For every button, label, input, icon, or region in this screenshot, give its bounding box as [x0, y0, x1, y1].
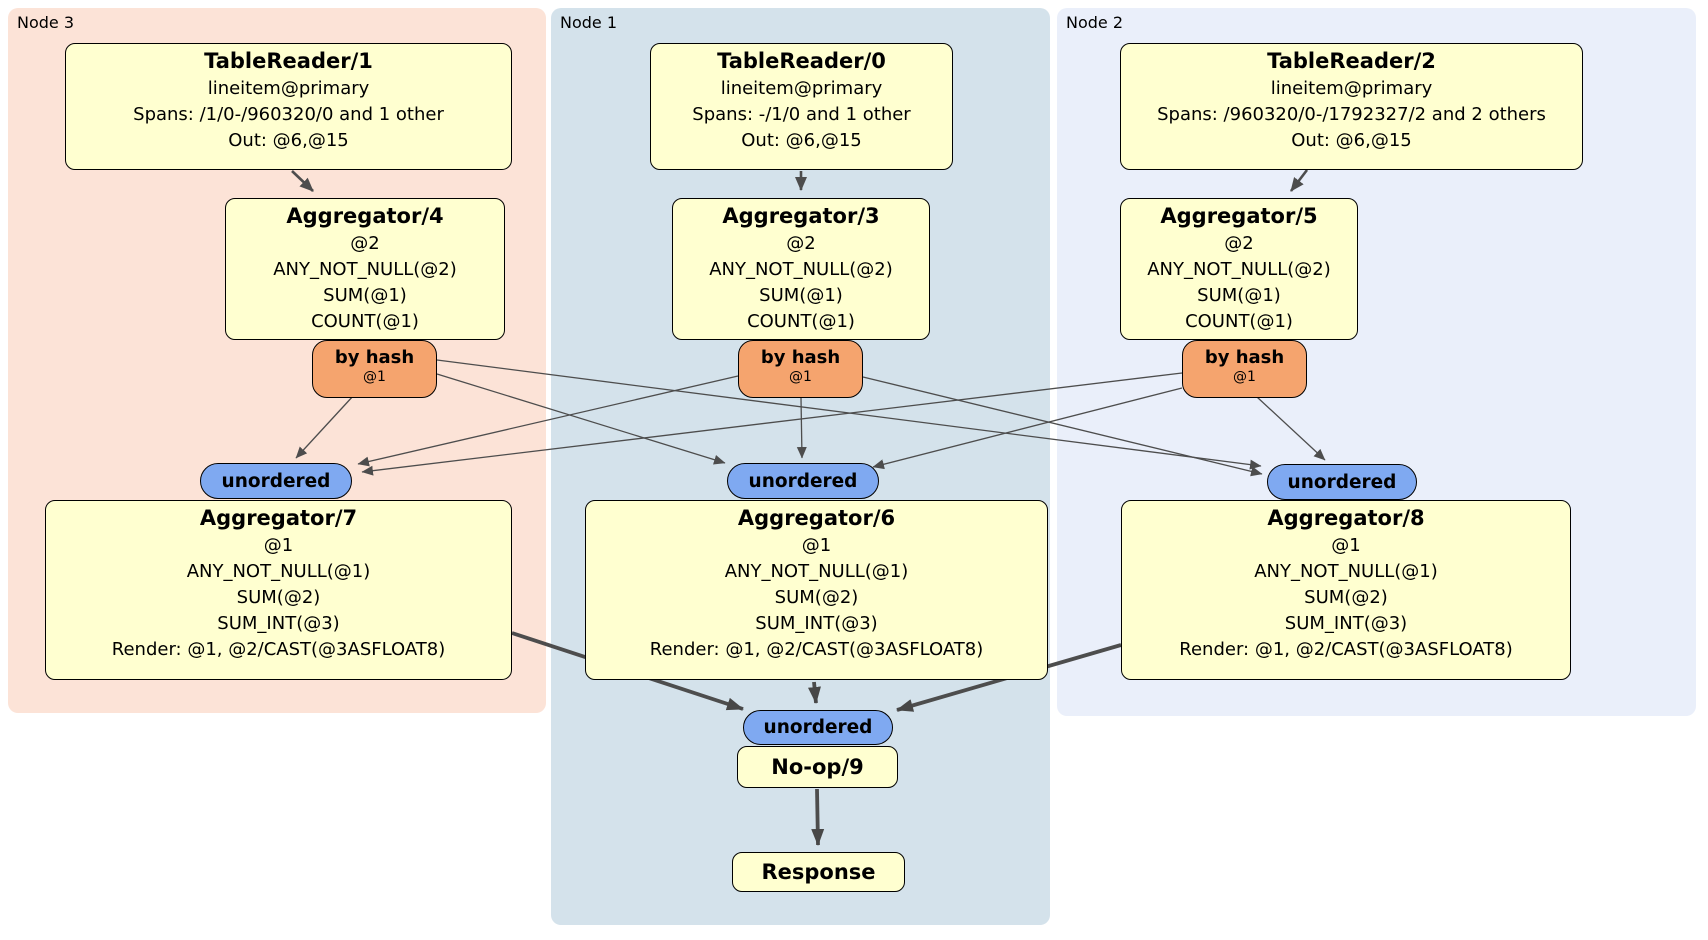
- processor-detail: @2: [350, 233, 380, 254]
- processor-aggregator-8: Aggregator/8 @1 ANY_NOT_NULL(@1) SUM(@2)…: [1121, 500, 1571, 680]
- processor-aggregator-4: Aggregator/4 @2 ANY_NOT_NULL(@2) SUM(@1)…: [225, 198, 505, 340]
- processor-detail: SUM(@2): [774, 587, 859, 608]
- processor-detail: SUM_INT(@3): [217, 613, 340, 634]
- router-by-hash-node3: by hash @1: [312, 340, 437, 398]
- router-by-hash-node1: by hash @1: [738, 340, 863, 398]
- router-label: by hash: [760, 347, 841, 368]
- processor-detail: Render: @1, @2/CAST(@3ASFLOAT8): [649, 639, 984, 660]
- edge-hash3-unordered3: [295, 394, 355, 459]
- processor-detail: lineitem@primary: [207, 78, 370, 99]
- edge-hash1-unordered2: [862, 376, 1263, 477]
- router-label: by hash: [334, 347, 415, 368]
- processor-title: Aggregator/4: [286, 204, 444, 228]
- processor-detail: ANY_NOT_NULL(@1): [724, 561, 909, 582]
- edge-hash1-unordered3: [357, 375, 739, 467]
- processor-detail: Out: @6,@15: [228, 130, 349, 151]
- processor-detail: Out: @6,@15: [741, 130, 862, 151]
- processor-title: Aggregator/3: [722, 204, 880, 228]
- processor-title: TableReader/0: [717, 49, 886, 73]
- processor-detail: lineitem@primary: [1270, 78, 1433, 99]
- processor-detail: SUM(@1): [323, 285, 407, 306]
- processor-detail: Spans: /1/0-/960320/0 and 1 other: [133, 104, 444, 125]
- sync-label: unordered: [748, 470, 858, 492]
- processor-detail: ANY_NOT_NULL(@1): [1254, 561, 1438, 582]
- processor-aggregator-7: Aggregator/7 @1 ANY_NOT_NULL(@1) SUM(@2)…: [45, 500, 512, 680]
- processor-detail: Spans: -/1/0 and 1 other: [692, 104, 911, 125]
- cluster-node3-label: Node 3: [17, 13, 75, 32]
- edge-hash2-unordered1: [872, 387, 1183, 470]
- processor-title: Aggregator/8: [1267, 506, 1425, 530]
- edge-tablereader1-aggregator4: [291, 170, 314, 192]
- processor-detail: Spans: /960320/0-/1792327/2 and 2 others: [1157, 104, 1546, 125]
- cluster-node2-label: Node 2: [1066, 13, 1124, 32]
- processor-detail: @1: [1331, 535, 1361, 556]
- router-hash-key: @1: [789, 369, 812, 385]
- processor-aggregator-3: Aggregator/3 @2 ANY_NOT_NULL(@2) SUM(@1)…: [672, 198, 930, 340]
- router-hash-key: @1: [1233, 369, 1256, 385]
- processor-tablereader-0: TableReader/0 lineitem@primary Spans: -/…: [650, 43, 953, 170]
- edge-tablereader2-aggregator5: [1289, 169, 1309, 192]
- edge-aggregator6-unordered-final: [808, 681, 821, 704]
- sync-label: unordered: [763, 717, 873, 738]
- processor-detail: Render: @1, @2/CAST(@3ASFLOAT8): [111, 639, 446, 660]
- processor-title: TableReader/1: [204, 49, 373, 73]
- processor-detail: @1: [263, 535, 294, 556]
- sync-unordered-node1: unordered: [727, 463, 879, 499]
- processor-title: TableReader/2: [1267, 49, 1436, 73]
- edge-hash2-unordered3: [361, 372, 1183, 476]
- processor-detail: ANY_NOT_NULL(@1): [186, 561, 371, 582]
- processor-title: Aggregator/5: [1160, 204, 1318, 228]
- edge-hash2-unordered2: [1256, 396, 1326, 461]
- processor-detail: Render: @1, @2/CAST(@3ASFLOAT8): [1179, 639, 1513, 660]
- processor-detail: SUM_INT(@3): [1284, 613, 1408, 634]
- processor-detail: SUM(@1): [759, 285, 843, 306]
- processor-detail: COUNT(@1): [311, 311, 419, 332]
- processor-detail: ANY_NOT_NULL(@2): [1147, 259, 1331, 280]
- processor-detail: SUM(@1): [1197, 285, 1281, 306]
- router-by-hash-node2: by hash @1: [1182, 340, 1307, 398]
- edge-hash3-unordered1: [436, 373, 726, 465]
- cluster-node1-label: Node 1: [560, 13, 618, 32]
- processor-aggregator-6: Aggregator/6 @1 ANY_NOT_NULL(@1) SUM(@2)…: [585, 500, 1048, 680]
- processor-detail: @2: [786, 233, 816, 254]
- processor-aggregator-5: Aggregator/5 @2 ANY_NOT_NULL(@2) SUM(@1)…: [1120, 198, 1358, 340]
- processor-tablereader-2: TableReader/2 lineitem@primary Spans: /9…: [1120, 43, 1583, 170]
- processor-detail: ANY_NOT_NULL(@2): [273, 259, 457, 280]
- processor-detail: SUM(@2): [1304, 587, 1388, 608]
- processor-title: Aggregator/7: [199, 506, 358, 530]
- router-label: by hash: [1204, 347, 1285, 368]
- processor-title: Response: [761, 859, 876, 884]
- processor-detail: SUM(@2): [236, 587, 321, 608]
- sync-unordered-final: unordered: [743, 710, 893, 745]
- processor-detail: Out: @6,@15: [1291, 130, 1412, 151]
- processor-tablereader-1: TableReader/1 lineitem@primary Spans: /1…: [65, 43, 512, 170]
- processor-noop-9: No-op/9: [737, 746, 898, 788]
- processor-title: No-op/9: [771, 754, 864, 779]
- processor-detail: SUM_INT(@3): [755, 613, 878, 634]
- processor-detail: lineitem@primary: [720, 78, 883, 99]
- processor-detail: @2: [1224, 233, 1254, 254]
- sync-label: unordered: [1287, 471, 1397, 493]
- router-hash-key: @1: [363, 369, 386, 385]
- sync-unordered-node2: unordered: [1267, 464, 1417, 500]
- processor-title: Aggregator/6: [737, 506, 896, 530]
- sync-label: unordered: [221, 470, 331, 492]
- edge-noop-response: [811, 788, 825, 846]
- processor-detail: @1: [801, 535, 832, 556]
- processor-detail: COUNT(@1): [747, 311, 855, 332]
- processor-response: Response: [732, 852, 905, 892]
- processor-detail: ANY_NOT_NULL(@2): [709, 259, 893, 280]
- processor-detail: COUNT(@1): [1185, 311, 1293, 332]
- sync-unordered-node3: unordered: [200, 463, 352, 499]
- edge-hash1-unordered1: [796, 397, 807, 459]
